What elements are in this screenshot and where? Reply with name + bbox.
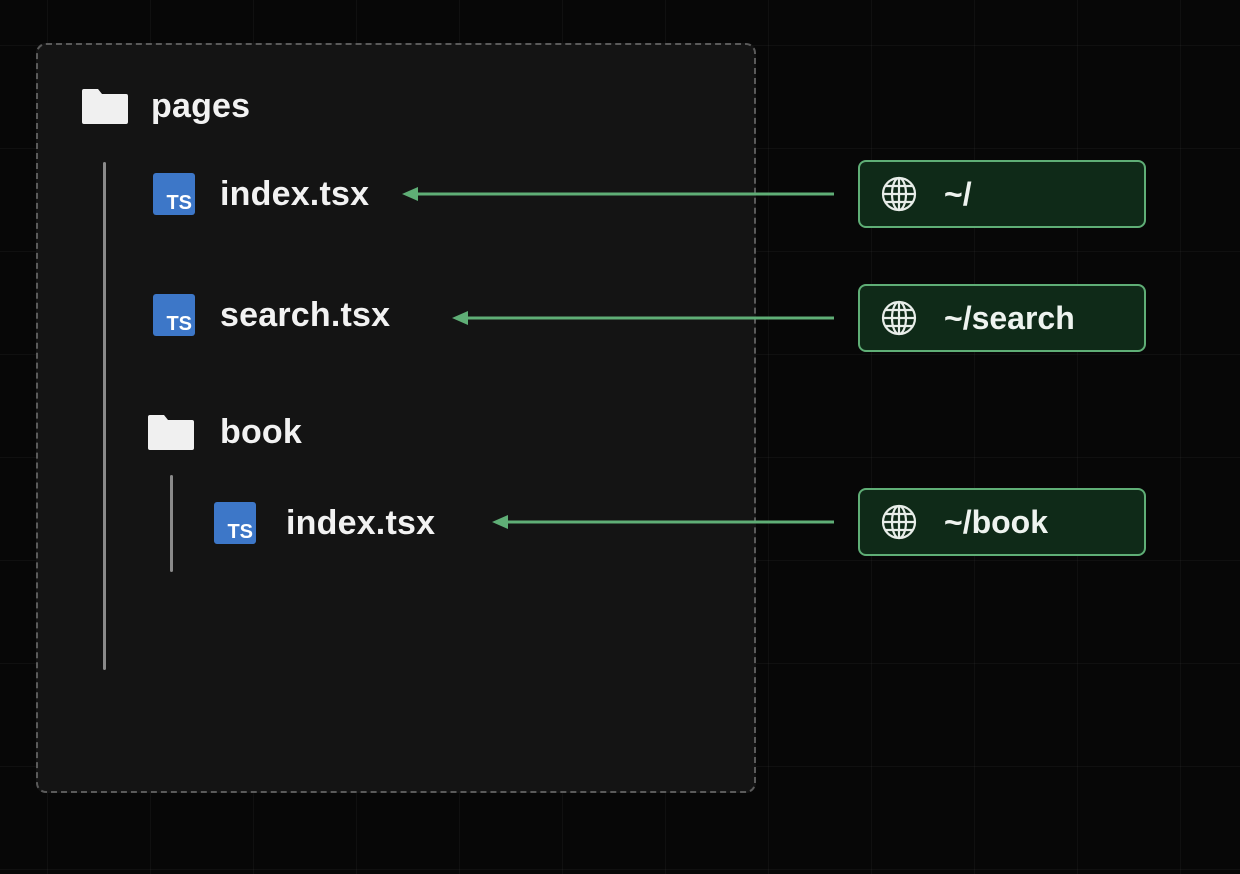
globe-icon xyxy=(881,504,917,540)
globe-icon xyxy=(881,300,917,336)
route-badge-root: ~/ xyxy=(858,160,1146,228)
arrow-book xyxy=(492,515,834,529)
typescript-file-icon: TS xyxy=(153,294,195,336)
folder-label-book: book xyxy=(220,412,303,451)
file-label-index: index.tsx xyxy=(220,174,370,213)
route-label-book: ~/book xyxy=(944,503,1049,540)
tree-item-index-file: TS index.tsx xyxy=(153,172,369,216)
tree-item-search-file: TS search.tsx xyxy=(153,293,390,337)
tree-line-pages xyxy=(103,162,106,670)
route-badge-book: ~/book xyxy=(858,488,1146,556)
typescript-file-icon: TS xyxy=(153,173,195,215)
tree-line-book xyxy=(170,475,173,572)
tree-item-pages-folder: pages xyxy=(81,84,250,128)
arrow-search xyxy=(452,311,834,325)
tree-item-book-index-file: TS index.tsx xyxy=(214,501,435,545)
route-label-search: ~/search xyxy=(944,299,1075,336)
tree-item-book-folder: book xyxy=(147,410,302,454)
file-label-search: search.tsx xyxy=(220,295,391,334)
arrow-index xyxy=(402,187,834,201)
route-badge-search: ~/search xyxy=(858,284,1146,352)
file-label-book-index: index.tsx xyxy=(286,503,436,542)
route-label-root: ~/ xyxy=(944,175,972,212)
typescript-file-icon: TS xyxy=(214,502,256,544)
folder-icon xyxy=(148,415,194,450)
globe-icon xyxy=(881,176,917,212)
folder-label-pages: pages xyxy=(151,86,251,125)
folder-icon xyxy=(82,89,128,124)
